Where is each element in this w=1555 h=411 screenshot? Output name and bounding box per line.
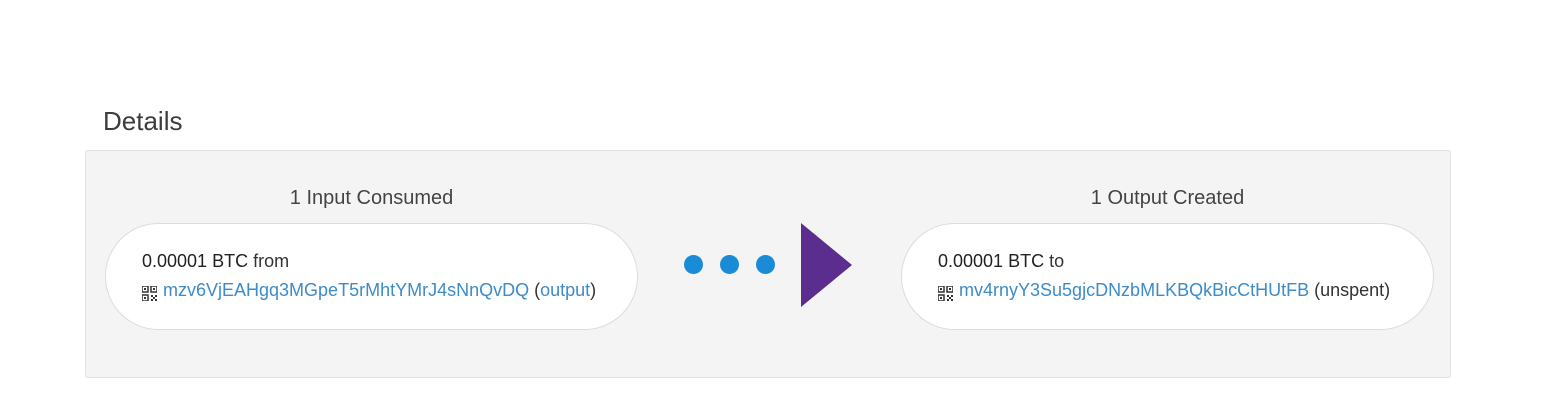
flow-dot [720,255,739,274]
output-card: 0.00001 BTC to [901,223,1434,330]
input-direction: from [253,251,290,271]
input-output-link[interactable]: output [540,280,591,300]
input-amount-line: 0.00001 BTC from [142,248,637,274]
output-amount-line: 0.00001 BTC to [938,248,1433,274]
output-amount: 0.00001 BTC [938,251,1045,271]
qr-code-icon[interactable] [141,282,158,302]
output-status-label: unspent [1320,280,1385,300]
flow-dot [684,255,703,274]
input-amount: 0.00001 BTC [142,251,249,271]
inputs-heading: 1 Input Consumed [289,187,454,209]
output-address-line: mv4rnyY3Su5gjcDNzbMLKBQkBicCtHUtFB (unsp… [937,277,1433,303]
details-heading: Details [103,106,183,136]
outputs-heading: 1 Output Created [1090,187,1245,209]
details-panel: 1 Input Consumed 1 Output Created 0.0000… [85,150,1451,378]
input-address-link[interactable]: mzv6VjEAHgq3MGpeT5rMhtYMrJ4sNnQvDQ [163,280,530,300]
flow-dots [684,255,775,274]
input-card: 0.00001 BTC from [105,223,638,330]
input-output-paren: (output) [529,280,597,300]
flow-arrow-icon [801,223,852,307]
qr-code-icon[interactable] [937,282,954,302]
flow-dot [756,255,775,274]
output-status: (unspent) [1309,280,1391,300]
input-address-line: mzv6VjEAHgq3MGpeT5rMhtYMrJ4sNnQvDQ (outp… [141,277,637,303]
output-direction: to [1049,251,1065,271]
output-address-link[interactable]: mv4rnyY3Su5gjcDNzbMLKBQkBicCtHUtFB [959,280,1310,300]
